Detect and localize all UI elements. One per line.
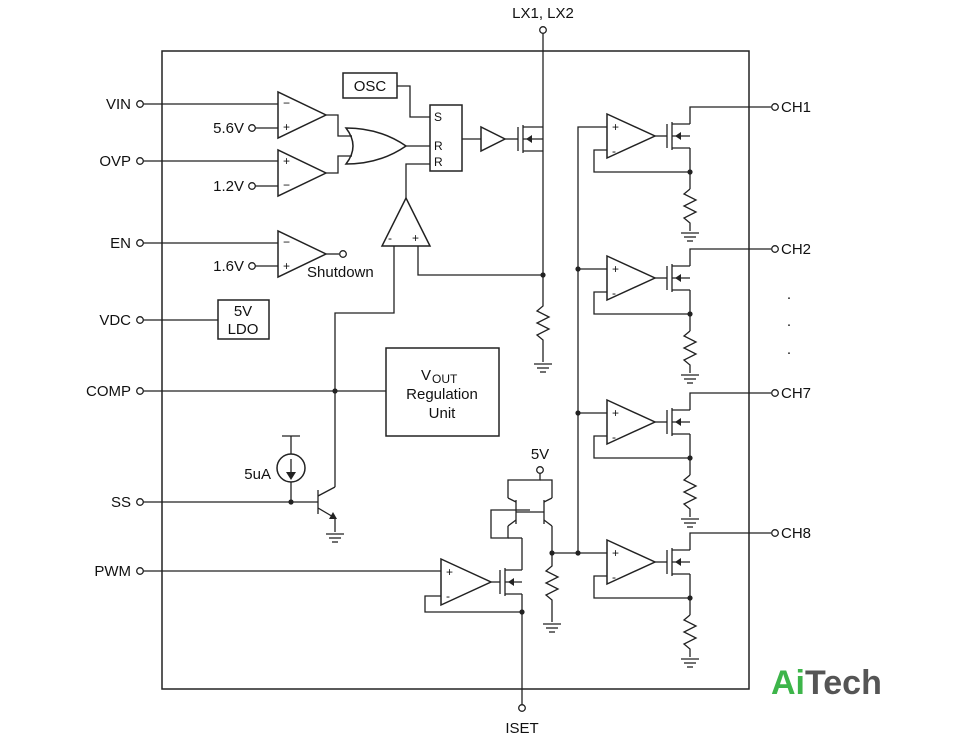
or-gate xyxy=(326,114,430,174)
ref-1v2-label: 1.2V xyxy=(213,178,244,195)
vreg-line3: Unit xyxy=(429,405,457,422)
amp-plus-sign: + xyxy=(612,546,619,560)
amp-plus-sign: + xyxy=(412,231,419,245)
sense-resistor xyxy=(533,300,553,373)
channel-stages: + - CH1 + - CH2 + - CH7 + - CH8 xyxy=(593,99,811,668)
comparator-minus-sign: − xyxy=(283,96,290,110)
comparator-plus-sign: + xyxy=(283,154,290,168)
channel-stage-ch1: + - CH1 xyxy=(593,99,811,242)
latch-r1-label: R xyxy=(434,139,443,153)
shutdown-label: Shutdown xyxy=(307,264,374,281)
latch-r2-label: R xyxy=(434,155,443,169)
channel-stage-ch8: + - CH8 xyxy=(593,525,811,668)
comparator-vin: − + 5.6V xyxy=(213,90,328,140)
comparator-ovp: + − 1.2V xyxy=(213,148,328,198)
pin-pwm: PWM xyxy=(94,563,441,580)
ref-5ua-label: 5uA xyxy=(244,466,271,483)
amp-plus-sign: + xyxy=(612,262,619,276)
svg-text:AiTech: AiTech xyxy=(771,664,882,702)
amp-minus-sign: - xyxy=(446,589,450,603)
ref-5v-label: 5V xyxy=(531,446,549,463)
ldo-block: 5V LDO xyxy=(217,299,270,340)
pin-pwm-label: PWM xyxy=(94,563,131,580)
comparator-en: − + 1.6V Shutdown xyxy=(213,229,374,281)
current-mirror: 5V xyxy=(490,446,578,633)
ellipsis-dot-3: · xyxy=(787,344,792,361)
sr-latch: S R R xyxy=(429,104,481,172)
pin-vin-label: VIN xyxy=(106,96,131,113)
pin-vdc-label: VDC xyxy=(99,312,131,329)
current-amp: - + xyxy=(332,163,543,487)
amp-minus-sign: - xyxy=(388,231,392,245)
comparator-minus-sign: − xyxy=(283,178,290,192)
amp-plus-sign: + xyxy=(612,120,619,134)
pwm-amp: + - xyxy=(424,557,522,613)
logo-part2: Tech xyxy=(805,664,882,702)
comparator-plus-sign: + xyxy=(283,259,290,273)
vreg-main-label: V xyxy=(421,367,431,384)
comparator-minus-sign: − xyxy=(283,235,290,249)
comparator-plus-sign: + xyxy=(283,120,290,134)
gate-driver xyxy=(480,125,518,153)
pin-ovp-label: OVP xyxy=(99,153,131,170)
vreg-sub-label: OUT xyxy=(432,372,458,386)
aitech-logo: AiTech xyxy=(771,664,882,702)
channel-stage-ch7: + - CH7 xyxy=(593,385,811,528)
ref-1v6-label: 1.6V xyxy=(213,258,244,275)
pin-en: EN xyxy=(110,235,278,252)
channel-ellipsis: · · · xyxy=(787,289,792,361)
pin-ss-label: SS xyxy=(111,494,131,511)
pin-ch7-label: CH7 xyxy=(781,385,811,402)
pin-iset-label: ISET xyxy=(505,720,538,737)
amp-minus-sign: - xyxy=(612,430,616,444)
ss-transistor xyxy=(317,486,345,543)
pin-lx-label: LX1, LX2 xyxy=(512,5,574,22)
pin-ch1-label: CH1 xyxy=(781,99,811,116)
pin-ovp: OVP xyxy=(99,153,278,170)
vout-regulation-unit: V OUT Regulation Unit xyxy=(385,347,500,437)
ref-5v6-label: 5.6V xyxy=(213,120,244,137)
pin-vin: VIN xyxy=(106,96,278,113)
latch-s-label: S xyxy=(434,110,442,124)
ldo-line2: LDO xyxy=(228,321,259,338)
pin-vdc: VDC xyxy=(99,312,218,329)
amp-plus-sign: + xyxy=(446,565,453,579)
soft-start-source: 5uA xyxy=(244,435,306,505)
ellipsis-dot-1: · xyxy=(787,289,792,306)
channel-stage-ch2: + - CH2 xyxy=(593,241,811,384)
osc-label: OSC xyxy=(354,78,387,95)
pin-lx: LX1, LX2 xyxy=(512,5,574,125)
pin-iset: ISET xyxy=(505,704,539,737)
pin-comp: COMP xyxy=(86,383,386,400)
vreg-line2: Regulation xyxy=(406,386,478,403)
ldo-line1: 5V xyxy=(234,303,252,320)
pin-comp-label: COMP xyxy=(86,383,131,400)
pin-ch8-label: CH8 xyxy=(781,525,811,542)
pin-ch2-label: CH2 xyxy=(781,241,811,258)
amp-minus-sign: - xyxy=(612,144,616,158)
amp-minus-sign: - xyxy=(612,286,616,300)
logo-part1: Ai xyxy=(771,664,805,702)
amp-minus-sign: - xyxy=(612,570,616,584)
osc-block: OSC xyxy=(342,72,430,118)
channel-bus xyxy=(575,126,607,556)
pwm-nmos xyxy=(499,538,525,705)
pin-en-label: EN xyxy=(110,235,131,252)
amp-plus-sign: + xyxy=(612,406,619,420)
ellipsis-dot-2: · xyxy=(787,316,792,333)
